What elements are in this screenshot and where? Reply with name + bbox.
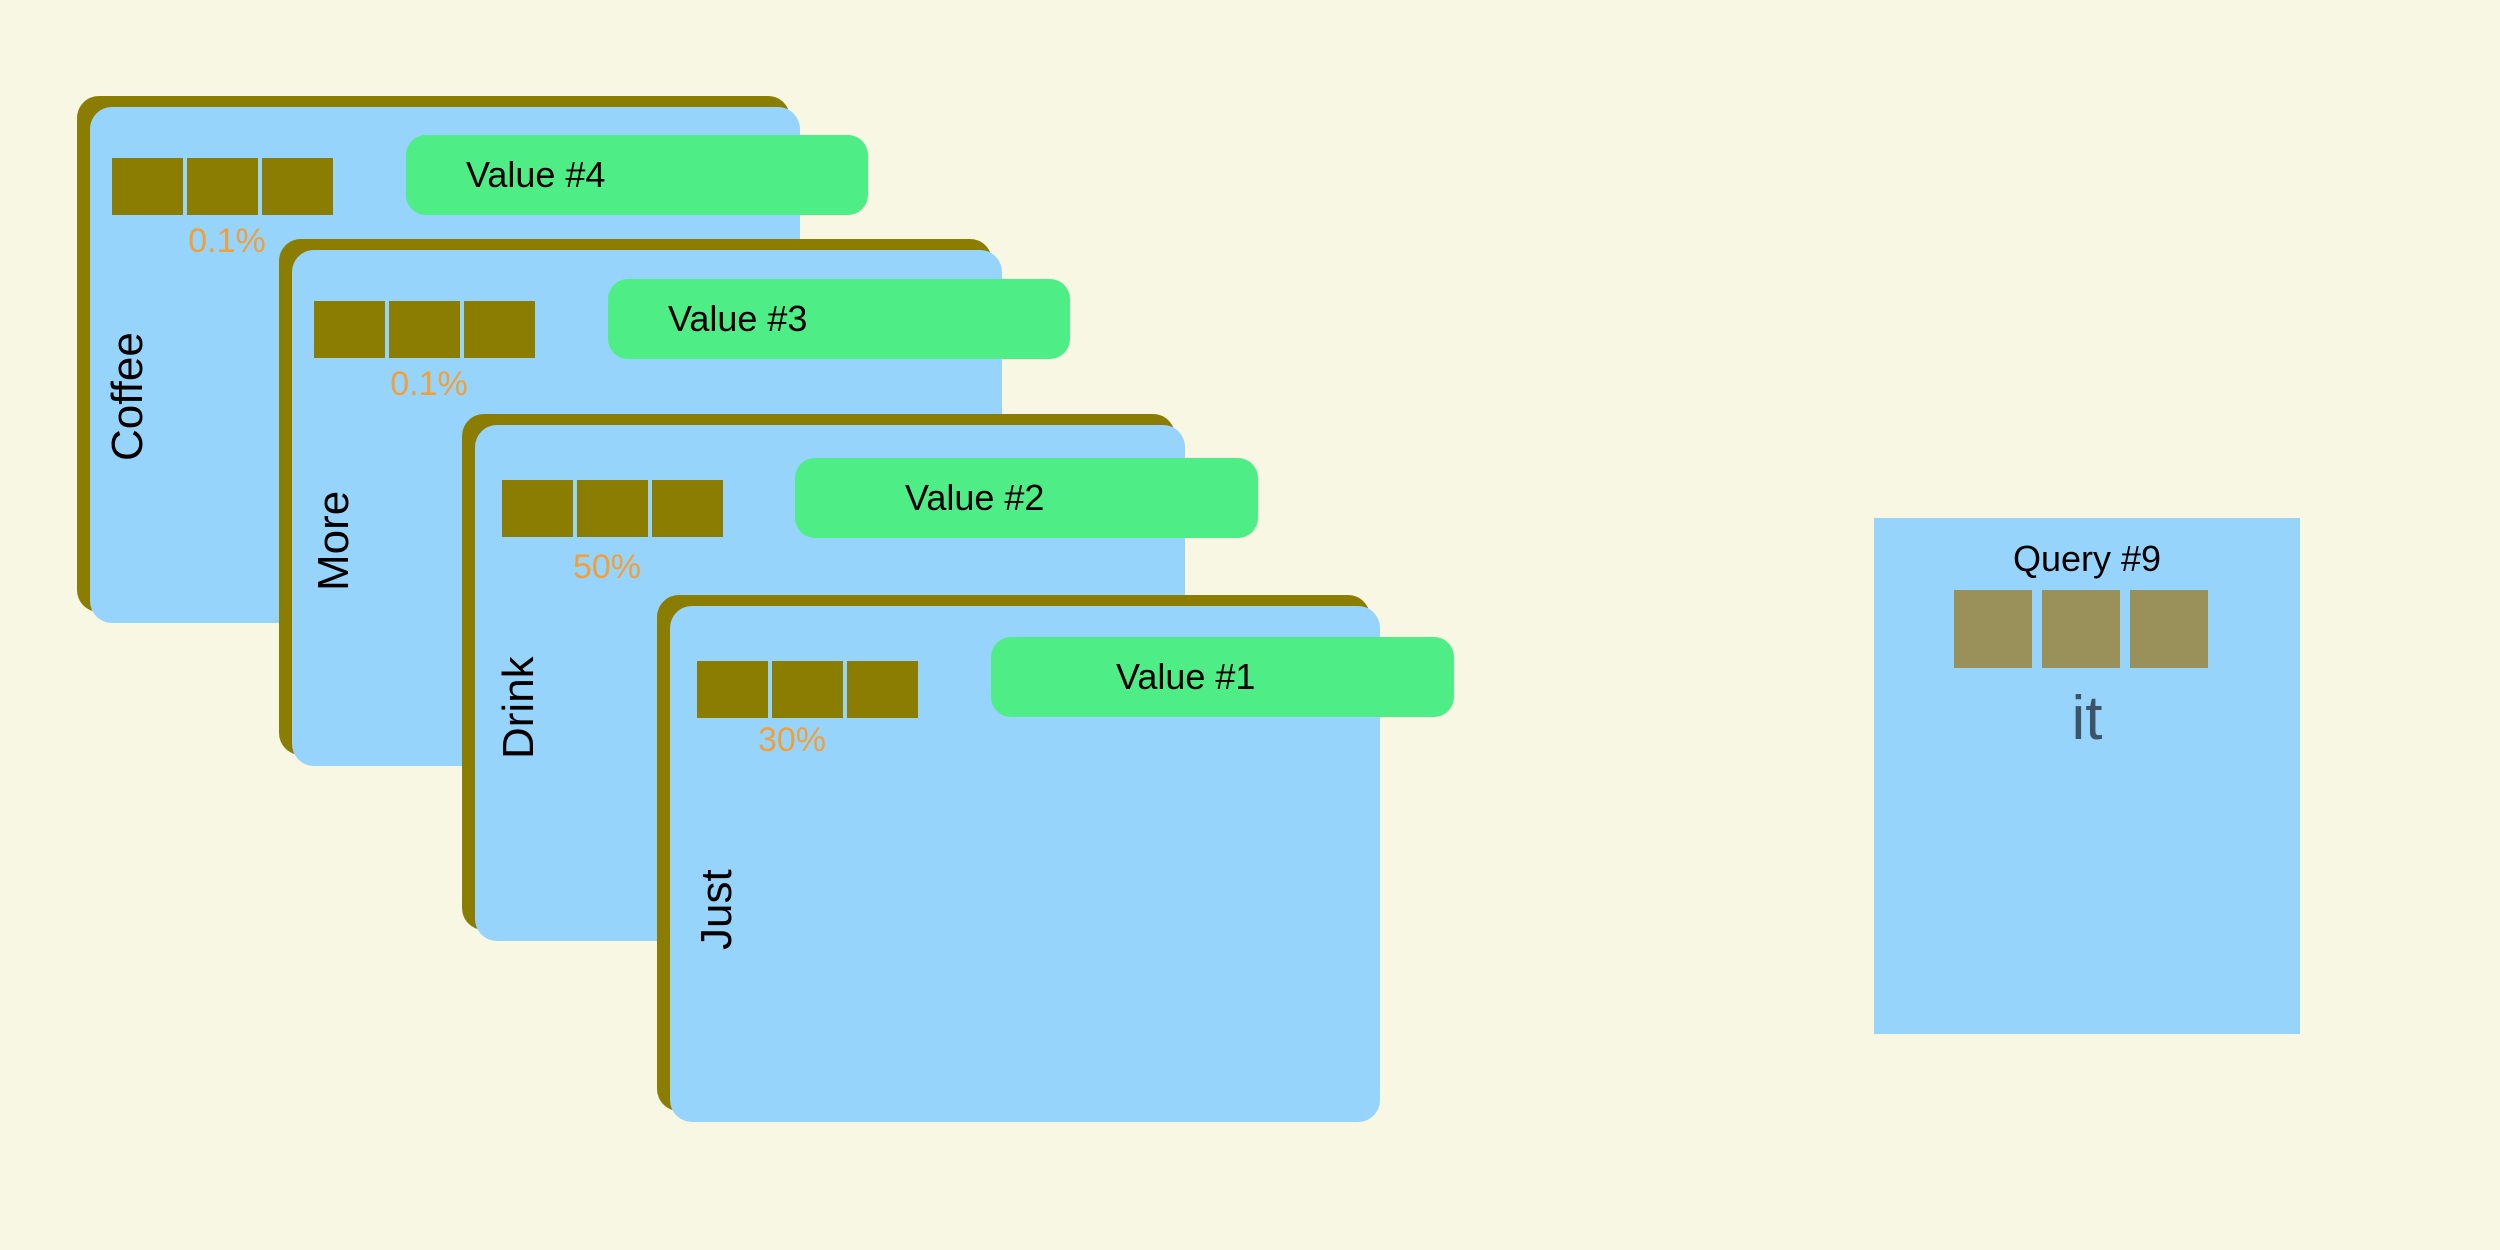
token-block xyxy=(772,661,843,718)
query-token-block xyxy=(1954,590,2032,668)
key-token-row xyxy=(502,480,723,537)
query-word: it xyxy=(2071,684,2103,753)
token-block xyxy=(652,480,723,537)
token-block xyxy=(314,301,385,358)
query-token-block xyxy=(2042,590,2120,668)
value-label-4: Value #4 xyxy=(406,135,868,215)
token-block xyxy=(112,158,183,215)
query-token-block xyxy=(2130,590,2208,668)
token-block xyxy=(262,158,333,215)
token-block xyxy=(697,661,768,718)
attention-percent: 30% xyxy=(757,721,827,759)
query-token-row xyxy=(1954,590,2208,668)
token-block xyxy=(464,301,535,358)
key-token-row xyxy=(697,661,918,718)
token-block xyxy=(847,661,918,718)
key-word-label: More xyxy=(309,490,358,591)
value-label-2: Value #2 xyxy=(795,458,1258,538)
token-block xyxy=(187,158,258,215)
query-panel: Query #9 it xyxy=(1874,518,2300,1034)
key-token-row xyxy=(112,158,333,215)
value-label-3: Value #3 xyxy=(608,279,1070,359)
query-title: Query #9 xyxy=(2012,538,2162,579)
token-block xyxy=(577,480,648,537)
token-block xyxy=(389,301,460,358)
token-block xyxy=(502,480,573,537)
key-token-row xyxy=(314,301,535,358)
key-word-label: Drink xyxy=(494,656,543,759)
key-word-label: Just xyxy=(692,869,741,950)
attention-percent: 50% xyxy=(572,548,642,586)
key-word-label: Coffee xyxy=(103,332,152,461)
value-label-1: Value #1 xyxy=(991,637,1454,717)
attention-percent: 0.1% xyxy=(188,222,266,260)
attention-percent: 0.1% xyxy=(390,365,468,403)
